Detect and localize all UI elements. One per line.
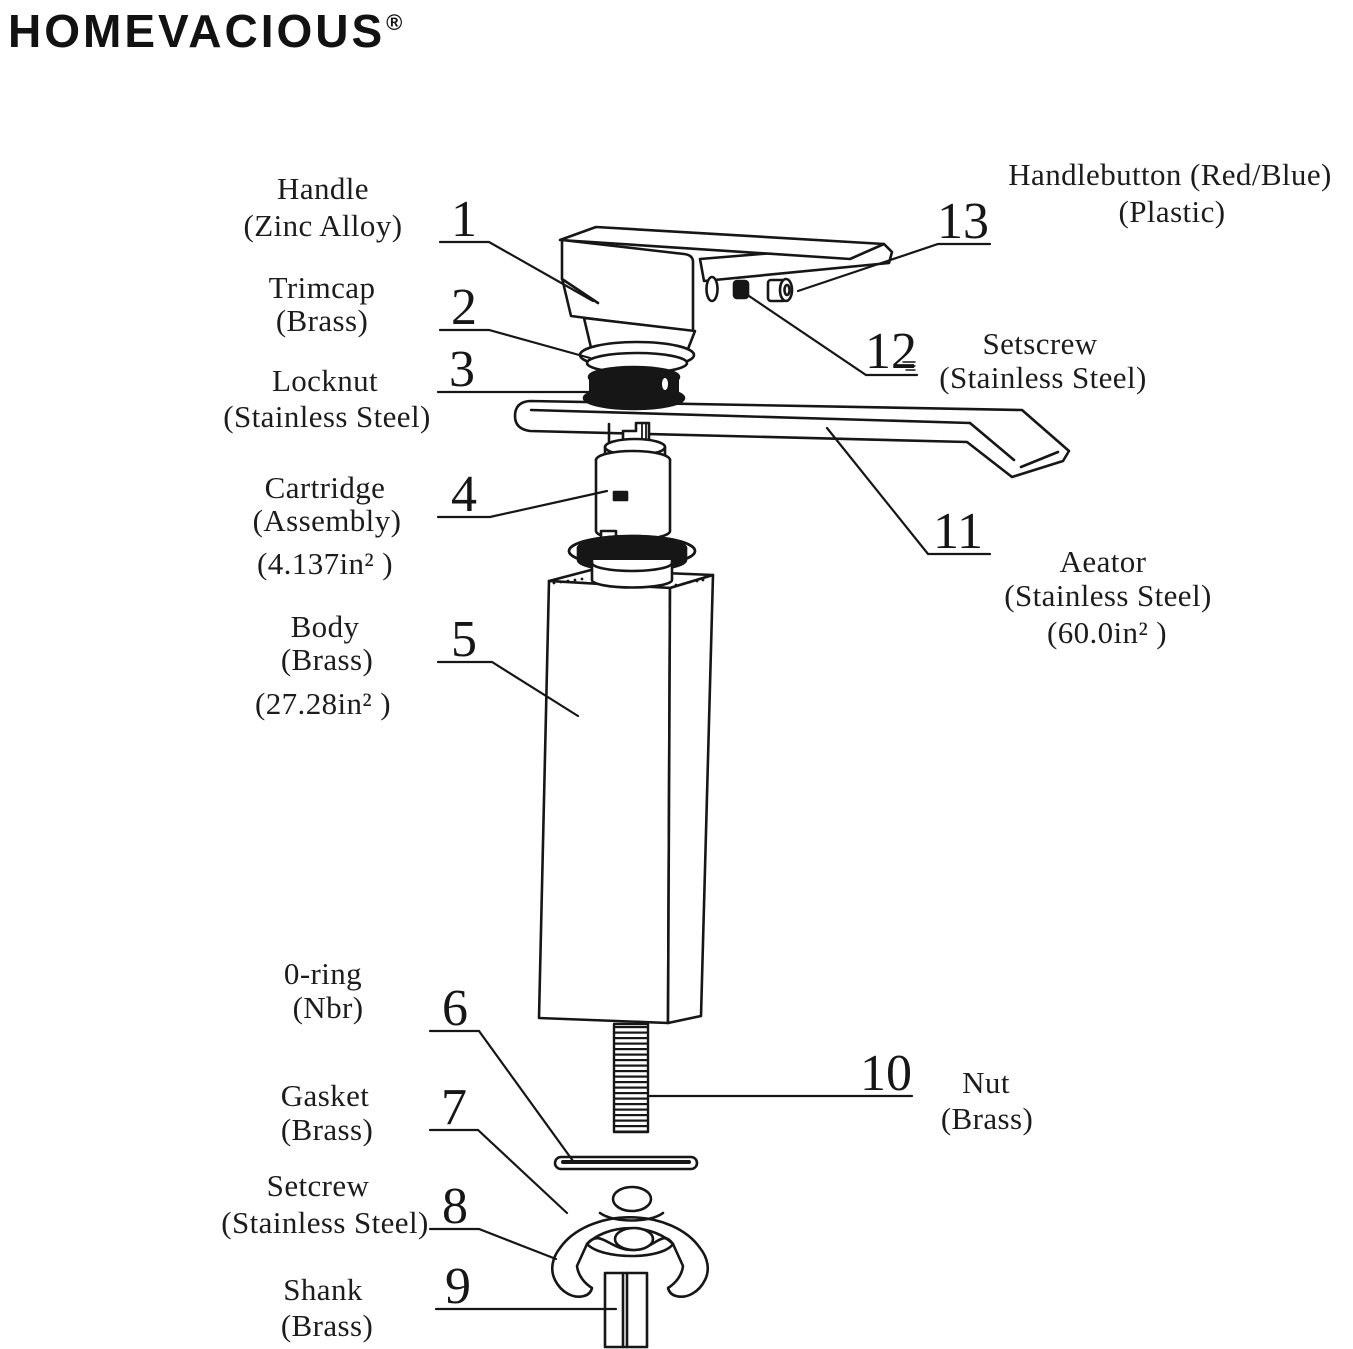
- mounting-bracket-drawing: [550, 1185, 710, 1298]
- spout-plate-drawing: [513, 399, 1071, 479]
- leader-6: [428, 1029, 575, 1163]
- part-2-name: Trimcap: [268, 270, 376, 305]
- setscrew-drawing: [732, 279, 750, 300]
- body-collar-drawing: [590, 558, 674, 589]
- callout-number-9: 9: [445, 1258, 471, 1315]
- handle-drawing: [558, 225, 894, 334]
- part-5-material: (Brass): [280, 642, 374, 677]
- threaded-rod-drawing: [612, 1022, 650, 1134]
- part-6-name: 0-ring: [283, 956, 363, 991]
- handlebutton-drawing: [766, 277, 794, 303]
- callout-number-6: 6: [442, 980, 468, 1037]
- callout-number-2: 2: [451, 279, 477, 336]
- leader-5: [436, 660, 580, 718]
- part-11-area: (60.0in² ): [1046, 615, 1168, 650]
- leader-8: [428, 1227, 558, 1261]
- mark-after-12: [902, 361, 916, 371]
- part-5-name: Body: [290, 609, 360, 644]
- part-6-material: (Nbr): [292, 990, 364, 1025]
- callout-numbers: 1 2 3 4 5 6 7 8 9 10 11 12 13: [441, 191, 989, 1315]
- part-9-material: (Brass): [280, 1308, 374, 1343]
- brand-name: HOMEVACIOUS: [8, 5, 386, 57]
- part-8-material: (Stainless Steel): [221, 1205, 429, 1240]
- oring-washer-drawing: [553, 1155, 699, 1171]
- part-10-name: Nut: [962, 1065, 1010, 1100]
- callout-number-7: 7: [441, 1079, 467, 1136]
- part-4-name: Cartridge: [264, 470, 386, 505]
- body-drawing: [537, 568, 715, 1025]
- part-3-material: (Stainless Steel): [223, 399, 431, 434]
- brand-logo: HOMEVACIOUS®: [8, 4, 405, 58]
- registered-trademark-icon: ®: [386, 10, 406, 35]
- leader-12: [747, 294, 919, 377]
- leader-13: [796, 242, 992, 293]
- locknut-drawing: [582, 365, 686, 411]
- callout-number-10: 10: [860, 1045, 912, 1102]
- leader-11: [825, 426, 992, 556]
- callout-number-3: 3: [449, 341, 475, 398]
- callout-number-13: 13: [937, 193, 989, 250]
- part-9-name: Shank: [283, 1272, 363, 1307]
- callout-number-1: 1: [451, 191, 477, 248]
- part-12-material: (Stainless Steel): [939, 360, 1147, 395]
- leader-1: [438, 240, 595, 303]
- part-13-name: Handlebutton (Red/Blue): [1008, 157, 1332, 192]
- callout-number-12: 12: [865, 323, 917, 380]
- part-5-area: (27.28in² ): [255, 686, 391, 721]
- leader-2: [438, 328, 592, 360]
- part-1-name: Handle: [277, 171, 369, 206]
- part-13-material: (Plastic): [1118, 194, 1226, 229]
- part-11-material: (Stainless Steel): [1004, 578, 1212, 613]
- part-1-material: (Zinc Alloy): [243, 208, 403, 243]
- part-12-name: Setscrew: [982, 326, 1098, 361]
- part-7-name: Gasket: [280, 1078, 370, 1113]
- part-8-name: Setcrew: [266, 1168, 370, 1203]
- part-7-material: (Brass): [280, 1112, 374, 1147]
- part-11-name: Aeator: [1059, 544, 1147, 579]
- body-thread-dots: [552, 577, 705, 587]
- callout-number-11: 11: [933, 503, 983, 560]
- callout-number-4: 4: [451, 466, 477, 523]
- callout-number-5: 5: [451, 611, 477, 668]
- leader-lines: [428, 240, 992, 1311]
- part-4-area: (4.137in² ): [257, 546, 393, 581]
- part-2-material: (Brass): [275, 303, 369, 338]
- leader-7: [428, 1128, 569, 1215]
- leader-4: [436, 489, 609, 519]
- part-3-name: Locknut: [271, 363, 379, 398]
- part-10-material: (Brass): [940, 1101, 1034, 1136]
- part-4-material: (Assembly): [252, 503, 402, 538]
- callout-number-8: 8: [442, 1178, 468, 1235]
- cartridge-drawing: [594, 421, 672, 548]
